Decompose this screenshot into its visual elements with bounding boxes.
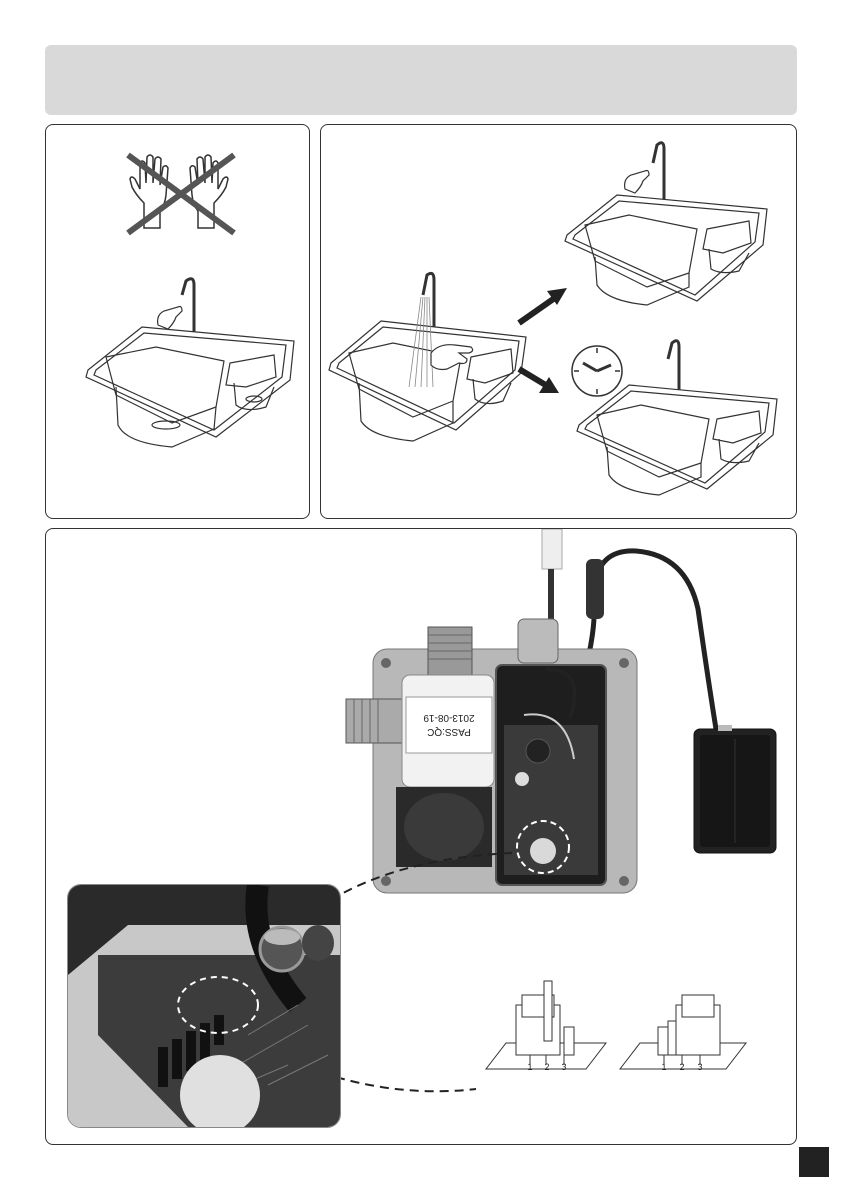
jumper-right-pin2: 2	[679, 1062, 684, 1072]
panel-water-flow	[320, 124, 797, 519]
jumper-left-pin3: 3	[561, 1062, 566, 1072]
jumper-right-pin3: 3	[697, 1062, 702, 1072]
valve-label-date: 2013-08-19	[423, 712, 475, 723]
no-gloves-icon	[128, 155, 234, 233]
arrow-down-right-icon	[519, 369, 559, 393]
jumper-diagram-left	[486, 981, 606, 1069]
jumper-left-pin2: 2	[544, 1062, 549, 1072]
page-number-box	[799, 1147, 829, 1177]
clock-icon	[572, 346, 622, 396]
sink-hand-sensor-illustration	[86, 279, 294, 447]
jumper-right-pin1: 1	[661, 1062, 666, 1072]
jumper-diagram-right	[620, 995, 746, 1069]
zoom-connector-bottom	[336, 1077, 476, 1091]
pcb-closeup-photo	[67, 884, 341, 1128]
sink-running-water-illustration	[329, 273, 526, 441]
valve-label-pass: PASS:QC	[427, 726, 471, 737]
jumper-left-pin1: 1	[527, 1062, 532, 1072]
battery-box	[694, 725, 776, 853]
sink-hand-away-illustration	[565, 143, 767, 305]
header-bar	[45, 45, 797, 115]
device-photo: PASS:QC 2013-08-19	[346, 529, 716, 893]
arrow-up-right-icon	[519, 288, 567, 323]
panel-no-gloves	[45, 124, 310, 519]
